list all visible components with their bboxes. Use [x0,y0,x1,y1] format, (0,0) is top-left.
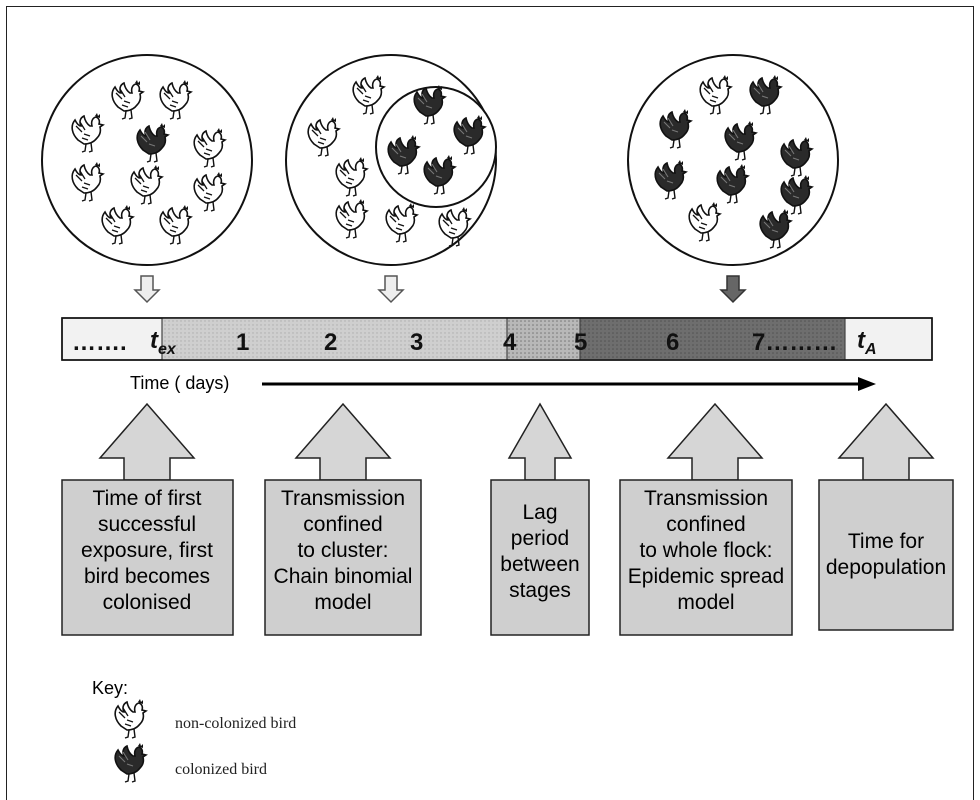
diagram-frame [6,6,974,800]
stage-box-line: confined [666,513,745,536]
stage-box-line: Transmission [644,487,768,510]
stage-box-line: Lag [522,501,557,524]
time-axis-label: Time ( days) [130,373,229,393]
flock-circle-exposure [41,54,253,266]
stage-box-lag: Lag period between stages [490,402,590,636]
timeline-day-2: 2 [324,329,337,356]
stage-box-line: model [314,591,371,614]
key-label: colonized bird [175,761,267,778]
time-axis-arrow [262,377,876,391]
timeline-day-3: 3 [410,329,423,356]
down-arrow-icon [134,275,160,303]
timeline-day-4: 4 [503,329,517,356]
stage-box-line: depopulation [826,556,946,579]
stage-box-cluster: Transmission confined to cluster: Chain … [264,402,422,636]
timeline-day-5: 5 [574,329,587,356]
stage-box-line: period [511,527,569,550]
timeline-t-a: tA [857,327,877,358]
stage-box-line: successful [98,513,196,536]
stage-box-line: Epidemic spread [628,565,784,588]
stage-box-line: to whole flock: [639,539,772,562]
stage-box-line: to cluster: [297,539,388,562]
key-item-colonized: colonized bird [114,742,267,783]
stage-box-line: bird becomes [84,565,210,588]
timeline-t-ex: tex [150,327,177,358]
timeline-day-1: 1 [236,329,249,356]
timeline-bar: ……. tex 1 2 3 4 5 6 7……… tA [61,317,933,361]
stage-box-line: colonised [103,591,192,614]
stage-box-line: exposure, first [81,539,213,562]
key-item-non-colonized: non-colonized bird [114,698,296,739]
stage-box-depopulation: Time for depopulation [818,402,954,631]
down-arrow-icon [378,275,404,303]
down-arrow-icon [720,275,746,303]
stage-box-whole-flock: Transmission confined to whole flock: Ep… [619,402,793,636]
timeline-day-7: 7……… [752,329,837,356]
key-label: non-colonized bird [175,715,296,732]
stage-box-line: model [677,591,734,614]
stage-box-line: Transmission [281,487,405,510]
key-title: Key: [92,678,128,698]
stage-box-line: confined [303,513,382,536]
timeline-ellipsis: ……. [72,329,127,356]
stage-box-line: Time of first [93,487,202,510]
stage-box-line: Chain binomial [274,565,413,588]
stage-box-exposure: Time of first successful exposure, first… [61,402,234,636]
stage-box-line: Time for [848,530,924,553]
stage-box-line: between [500,553,579,576]
colonized-bird-icon [114,742,147,783]
stage-box-line: stages [509,579,571,602]
non-colonized-bird-icon [114,698,147,739]
timeline-day-6: 6 [666,329,679,356]
flock-circle-cluster [285,54,497,266]
flock-circle-whole [627,54,839,266]
